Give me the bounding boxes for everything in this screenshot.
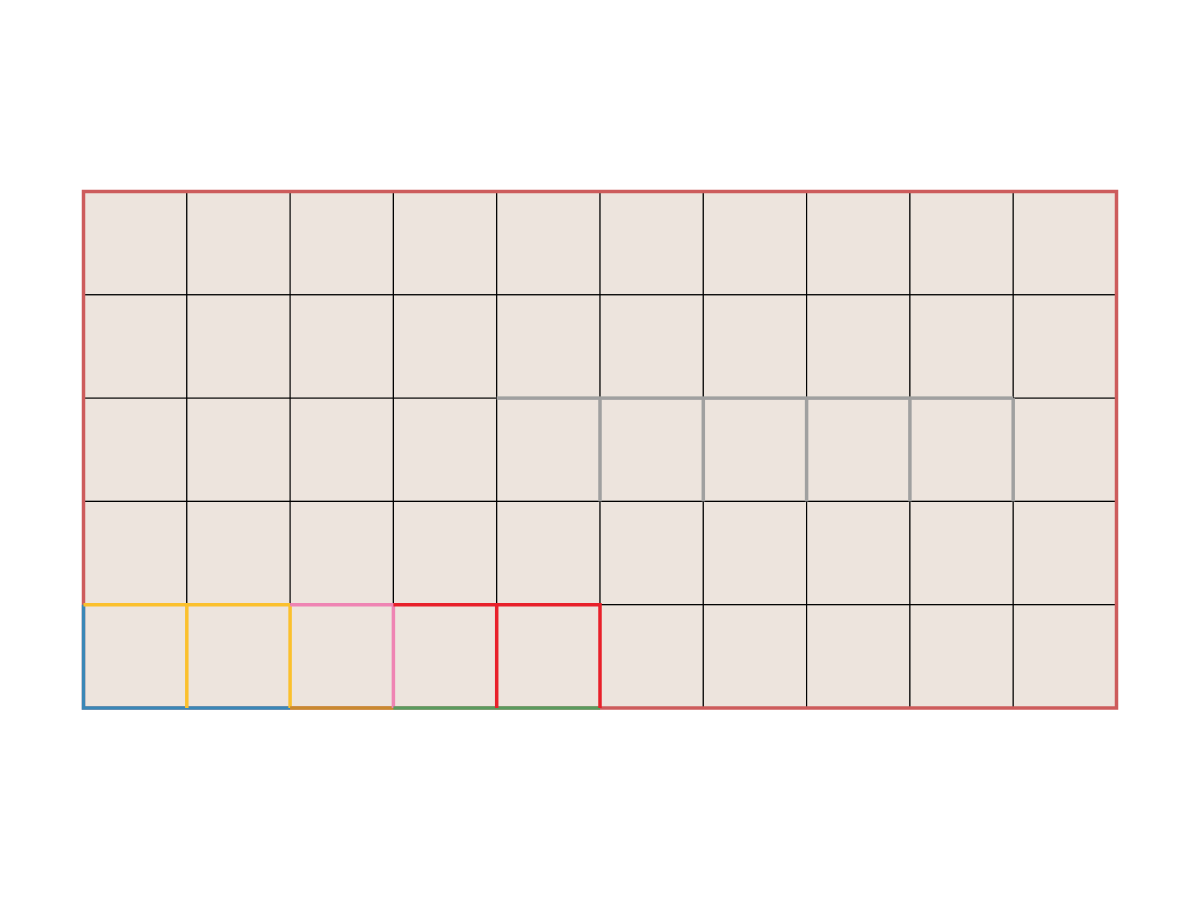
grid-cell-r1-c2 <box>289 294 395 399</box>
grid-cell-r3-c8 <box>909 500 1014 606</box>
grid-cell-r4-c1 <box>186 604 291 709</box>
grid-cell-r3-c7 <box>805 500 911 606</box>
colored-paths <box>81 396 1015 710</box>
grid-cell-r4-c7 <box>805 604 911 709</box>
grid-cell-r1-c9 <box>1012 294 1118 399</box>
grid-cell-r1-c7 <box>805 294 911 399</box>
grid-cell-r0-c6 <box>702 190 808 296</box>
grid-cell-r1-c5 <box>599 294 704 399</box>
grid-cell-r0-c8 <box>909 190 1014 296</box>
grid-cell-r4-c4 <box>496 604 601 709</box>
grid-cell-r4-c3 <box>392 604 498 709</box>
grid-cell-r3-c9 <box>1012 500 1118 606</box>
grid-cell-r1-c4 <box>496 294 601 399</box>
grid-cell-r3-c0 <box>82 500 188 606</box>
grid-cell-r2-c0 <box>82 397 188 503</box>
grid-cell-r2-c2 <box>289 397 395 503</box>
grid-cells <box>82 190 1118 709</box>
grid-cell-r1-c0 <box>82 294 188 399</box>
grid-cell-r0-c0 <box>82 190 188 296</box>
blue-bottom-path <box>81 604 291 710</box>
grid-cell-r0-c2 <box>289 190 395 296</box>
grid-cell-r4-c5 <box>599 604 704 709</box>
grid-cell-r2-c4 <box>496 397 601 503</box>
grid-cell-r2-c5 <box>599 397 704 503</box>
grid-cell-r0-c7 <box>805 190 911 296</box>
grid-cell-r2-c8 <box>909 397 1014 503</box>
grid-cell-r3-c5 <box>599 500 704 606</box>
grid-cell-r3-c3 <box>392 500 498 606</box>
grid-cell-r2-c9 <box>1012 397 1118 503</box>
grid-cell-r0-c4 <box>496 190 601 296</box>
grid-cell-r1-c1 <box>186 294 291 399</box>
grid-cell-r2-c3 <box>392 397 498 503</box>
grid-cell-r0-c9 <box>1012 190 1118 296</box>
grid-cell-r3-c1 <box>186 500 291 606</box>
grid-cell-r2-c7 <box>805 397 911 503</box>
grid-cell-r4-c2 <box>289 604 395 709</box>
grid-cell-r3-c6 <box>702 500 808 606</box>
grid-cell-r2-c1 <box>186 397 291 503</box>
grid-cell-r3-c2 <box>289 500 395 606</box>
grid-cell-r1-c8 <box>909 294 1014 399</box>
grid-cell-r0-c5 <box>599 190 704 296</box>
grid-cell-r3-c4 <box>496 500 601 606</box>
red-top-path <box>393 602 602 708</box>
grid-cell-r1-c3 <box>392 294 498 399</box>
grid-cell-r4-c8 <box>909 604 1014 709</box>
grid-cell-r2-c6 <box>702 397 808 503</box>
grid-cell-r4-c9 <box>1012 604 1118 709</box>
grid-cell-r0-c3 <box>392 190 498 296</box>
grid-cell-r1-c6 <box>702 294 808 399</box>
grid-cell-r4-c6 <box>702 604 808 709</box>
grid-cell-r0-c1 <box>186 190 291 296</box>
grid-cell-r4-c0 <box>82 604 188 709</box>
